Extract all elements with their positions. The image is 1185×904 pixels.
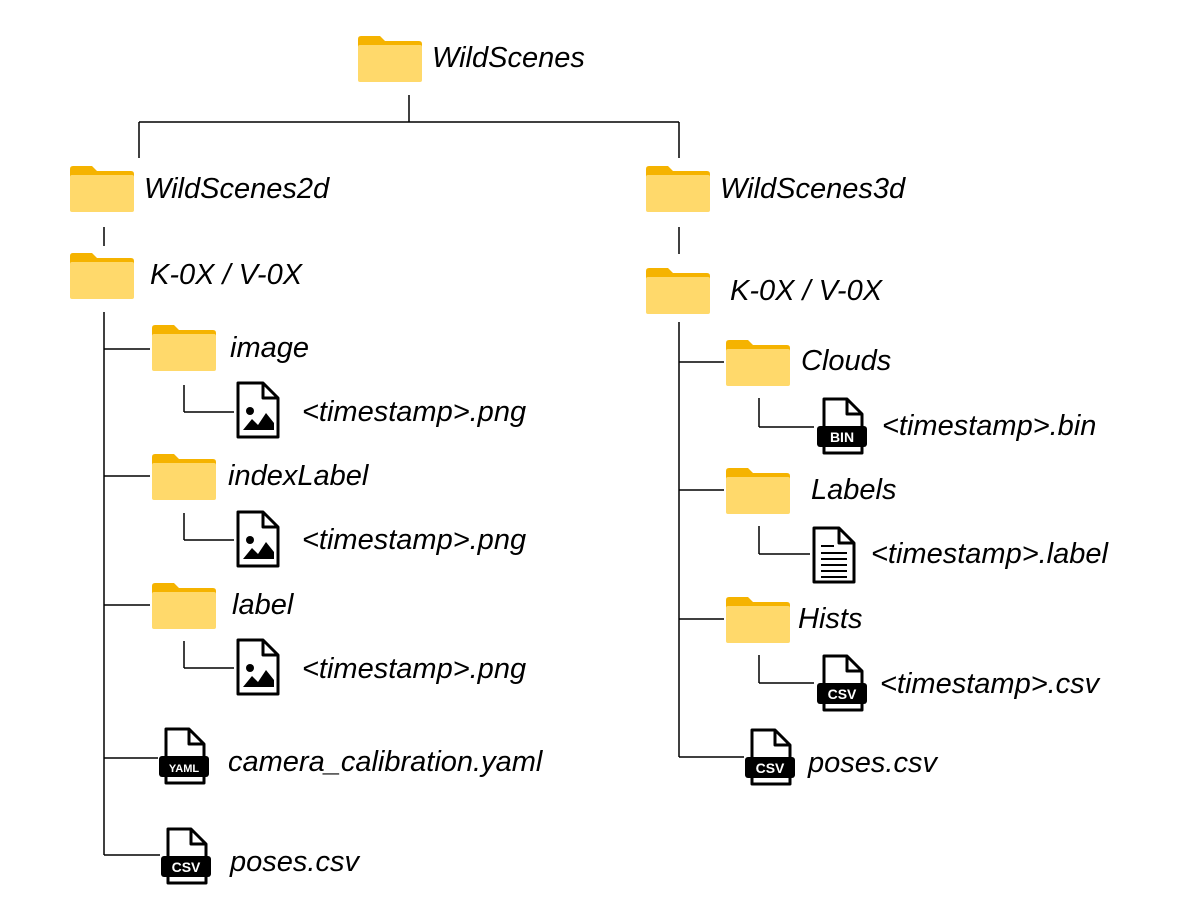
svg-text:BIN: BIN (830, 429, 854, 445)
text-file-icon (812, 526, 858, 591)
wildscenes2d-label: WildScenes2d (144, 173, 330, 205)
right-poses-label: poses.csv (808, 747, 937, 779)
image-folder-icon (152, 325, 216, 376)
camera-calibration-label: camera_calibration.yaml (228, 746, 543, 778)
left-sequence-folder-icon (70, 253, 134, 304)
hists-csv-file-icon: CSV (816, 654, 872, 719)
svg-text:CSV: CSV (756, 760, 785, 776)
indexlabel-file-label: <timestamp>.png (302, 524, 527, 556)
left-sequence-label: K-0X / V-0X (150, 259, 303, 291)
bin-file-label: <timestamp>.bin (882, 410, 1097, 442)
clouds-folder-label: Clouds (801, 345, 892, 377)
hists-folder-icon (726, 597, 790, 648)
label-folder-icon (152, 583, 216, 634)
clouds-folder-icon (726, 340, 790, 391)
root-label: WildScenes (432, 42, 585, 74)
label-folder-label: label (232, 589, 294, 621)
wildscenes3d-folder-icon (646, 166, 710, 217)
image-folder-label: image (230, 332, 309, 364)
right-sequence-label: K-0X / V-0X (730, 275, 883, 307)
indexlabel-folder-icon (152, 454, 216, 505)
label-file-label: <timestamp>.png (302, 653, 527, 685)
root-folder-icon (358, 36, 422, 87)
right-sequence-folder-icon (646, 268, 710, 319)
image-file-icon (236, 381, 282, 446)
yaml-file-icon: YAML (158, 727, 214, 792)
csv-file-icon: CSV (160, 827, 216, 892)
hists-folder-label: Hists (798, 603, 863, 635)
right-csv-file-icon: CSV (744, 728, 800, 793)
label-file-label-3d: <timestamp>.label (871, 538, 1108, 570)
indexlabel-image-file-icon (236, 510, 282, 575)
left-poses-label: poses.csv (230, 846, 359, 878)
svg-text:CSV: CSV (172, 859, 201, 875)
hists-file-label: <timestamp>.csv (880, 668, 1100, 700)
svg-text:CSV: CSV (828, 686, 857, 702)
indexlabel-folder-label: indexLabel (228, 460, 369, 492)
wildscenes3d-label: WildScenes3d (720, 173, 906, 205)
labels-folder-label: Labels (811, 474, 897, 506)
svg-text:YAML: YAML (169, 763, 199, 775)
wildscenes2d-folder-icon (70, 166, 134, 217)
labels-folder-icon (726, 468, 790, 519)
image-file-label: <timestamp>.png (302, 396, 527, 428)
bin-file-icon: BIN (816, 397, 872, 462)
label-image-file-icon (236, 638, 282, 703)
